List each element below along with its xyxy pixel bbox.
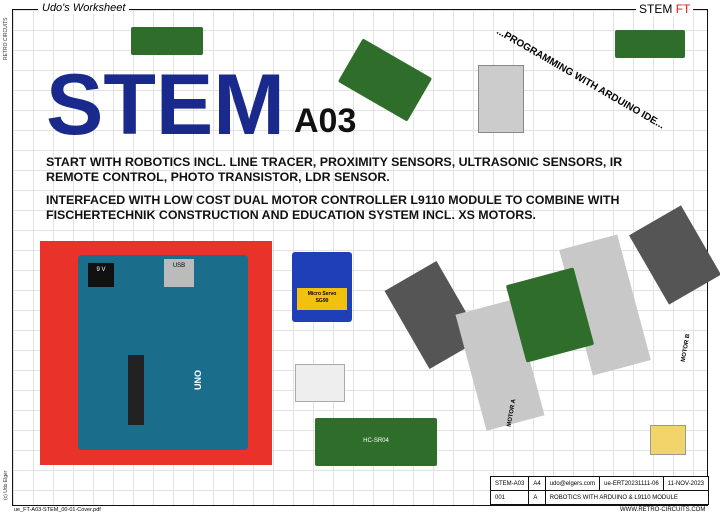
intro-paragraph-1: START WITH ROBOTICS INCL. LINE TRACER, P… <box>46 155 623 184</box>
worksheet-title: Udo's Worksheet <box>38 2 130 14</box>
reference: ue-ERT20231111-06 <box>599 476 664 491</box>
ultrasonic-sensor-image: HC-SR04 <box>315 418 437 466</box>
servo-model: SG90 <box>315 298 329 304</box>
description: ROBOTICS WITH ARDUINO & L9110 MODULE <box>544 490 710 505</box>
atmega-chip <box>128 355 144 425</box>
date: 11-NOV-2023 <box>662 476 710 491</box>
line-tracer-module-image <box>131 27 203 55</box>
line-tracer-module-image-2 <box>615 30 685 58</box>
power-jack: 9 V <box>88 263 114 287</box>
arduino-mount-plate: 9 V USB UNO <box>40 241 272 465</box>
usb-port: USB <box>164 259 194 287</box>
side-label-bottom: (c) Udo Elger <box>3 470 9 500</box>
arduino-label: UNO <box>193 370 203 390</box>
file-name: ue_FT-A03-STEM_00-01-Cover.pdf <box>14 507 101 513</box>
brand-ft: FT <box>675 2 691 16</box>
sonar-label: HC-SR04 <box>363 438 389 444</box>
side-label-top: RETRO CIRCUITS <box>3 17 9 61</box>
revision: A <box>528 490 546 505</box>
email: udo@elgers.com <box>544 476 601 491</box>
paper-size: A4 <box>528 476 546 491</box>
photo-sensor-image <box>650 425 686 455</box>
switch-image <box>478 65 524 133</box>
ir-receiver-image <box>295 364 345 402</box>
sheet-number: 001 <box>489 490 530 505</box>
servo-label: Micro Servo <box>307 291 337 297</box>
brand-stem: STEM <box>639 2 673 16</box>
hero-title: STEM <box>46 57 285 153</box>
doc-id: STEM-A03 <box>489 476 530 491</box>
website-url: WWW.RETRO-CIRCUITS.COM <box>620 507 706 513</box>
servo-image: Micro Servo SG90 <box>292 252 352 322</box>
intro-paragraph-2: INTERFACED WITH LOW COST DUAL MOTOR CONT… <box>46 193 620 222</box>
hero-code: A03 <box>294 102 357 140</box>
brand-label: STEM FT <box>636 2 694 16</box>
arduino-board-image: 9 V USB UNO <box>78 255 248 450</box>
